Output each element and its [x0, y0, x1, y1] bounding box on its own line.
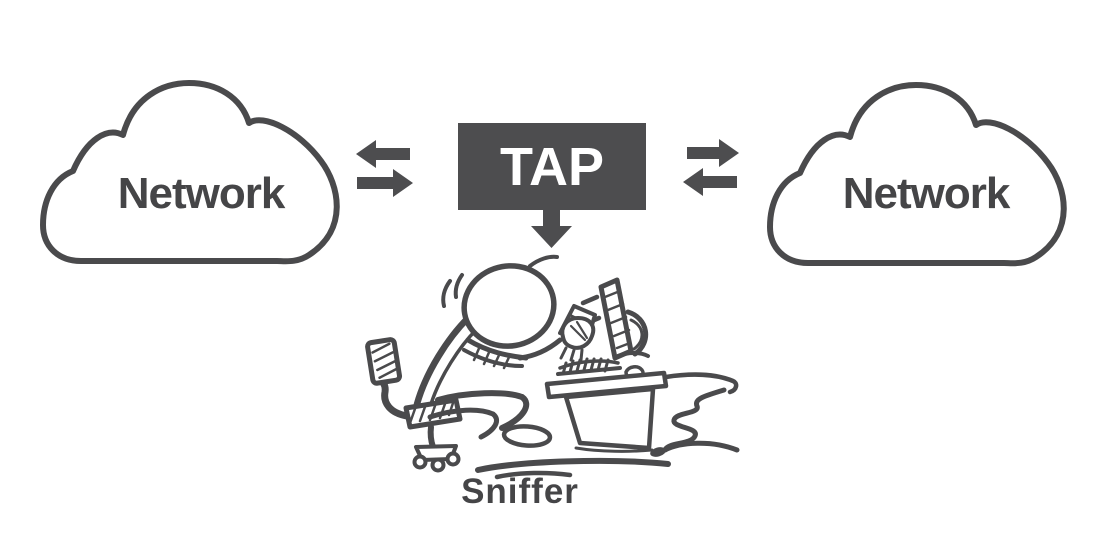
sniffer-at-desk-illustration — [365, 254, 740, 480]
phone-icon — [365, 337, 403, 386]
figure-back — [413, 314, 472, 408]
cloud-icon — [767, 82, 1067, 267]
figure-foot — [501, 424, 553, 448]
motion-arc — [528, 254, 559, 268]
network-cloud-right: Network — [764, 79, 1078, 271]
cable-plug — [650, 447, 666, 457]
bidirectional-arrows-right-icon — [683, 139, 739, 196]
down-arrow-icon — [531, 209, 572, 248]
chair-wheel — [430, 457, 446, 473]
figure-arm — [517, 337, 563, 361]
ground-stroke — [494, 470, 573, 480]
chair-wheel — [412, 454, 428, 470]
tap-label: TAP — [500, 136, 604, 197]
desk-body — [563, 386, 656, 451]
network-label-right: Network — [842, 169, 1011, 218]
figure-head — [461, 263, 557, 349]
figure-leg — [435, 390, 525, 403]
chair-post — [427, 424, 436, 450]
bidirectional-arrows-left-icon — [356, 140, 413, 197]
motion-arc — [441, 279, 452, 308]
monitor-screen — [598, 277, 634, 361]
sniffer-label: Sniffer — [461, 472, 579, 511]
motion-dash — [580, 294, 600, 306]
network-label-left: Network — [117, 169, 286, 218]
tap-box: TAP — [458, 123, 646, 210]
figure-fingers — [559, 346, 584, 362]
keyboard — [558, 359, 620, 370]
desk-edge-right — [663, 372, 739, 395]
chair-wheel — [445, 451, 461, 467]
cloud-icon — [40, 80, 340, 265]
monitor-stand — [625, 309, 649, 357]
ground-stroke — [475, 457, 671, 473]
motion-arc — [453, 273, 464, 299]
network-cloud-left: Network — [37, 77, 351, 269]
desk-top — [544, 370, 669, 400]
